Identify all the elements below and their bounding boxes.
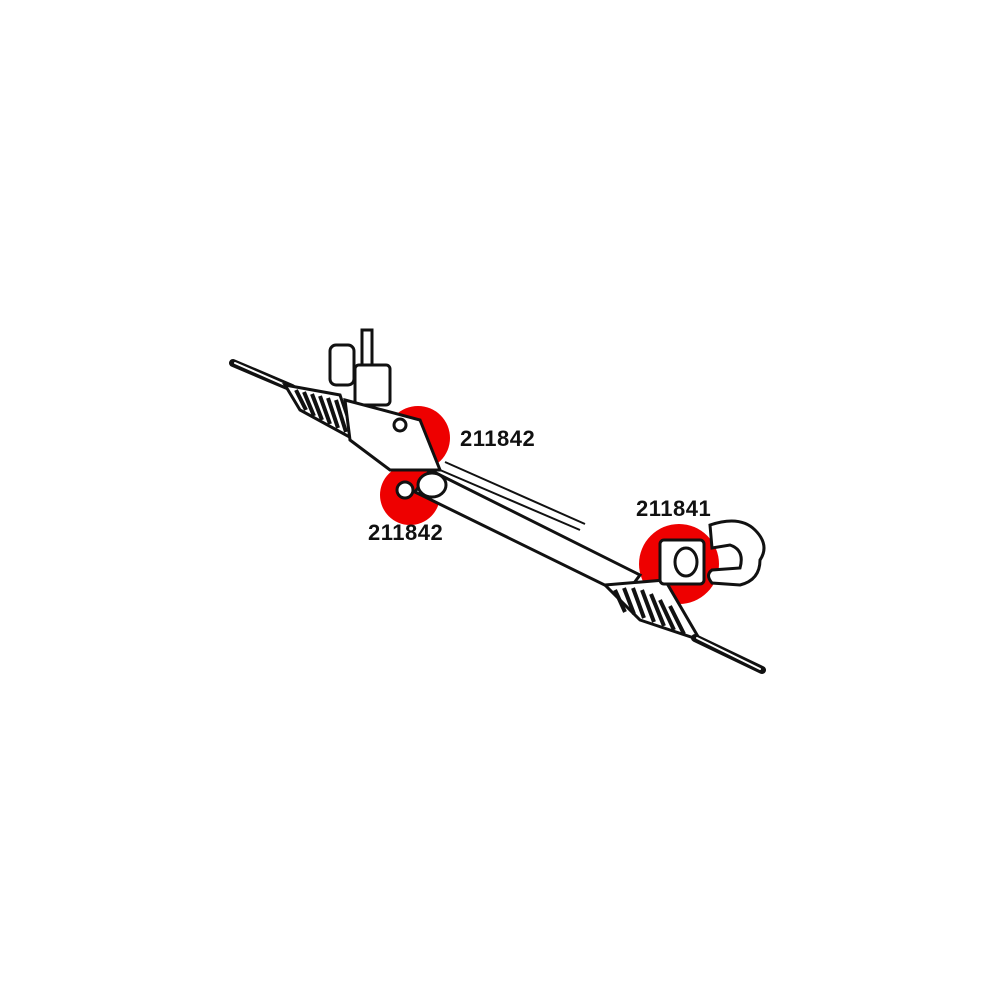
left-boot <box>282 382 358 444</box>
left-tie-rod <box>229 359 296 392</box>
callout-label-right-bushing: 211841 <box>636 496 712 521</box>
valve-body <box>328 328 448 500</box>
rack-tube <box>412 461 643 597</box>
callout-label-lower-mount: 211842 <box>368 520 444 545</box>
right-bushing <box>658 538 706 586</box>
right-tie-rod <box>691 634 766 674</box>
right-clamp <box>707 519 766 587</box>
callout-label-upper-mount: 211842 <box>460 426 536 451</box>
